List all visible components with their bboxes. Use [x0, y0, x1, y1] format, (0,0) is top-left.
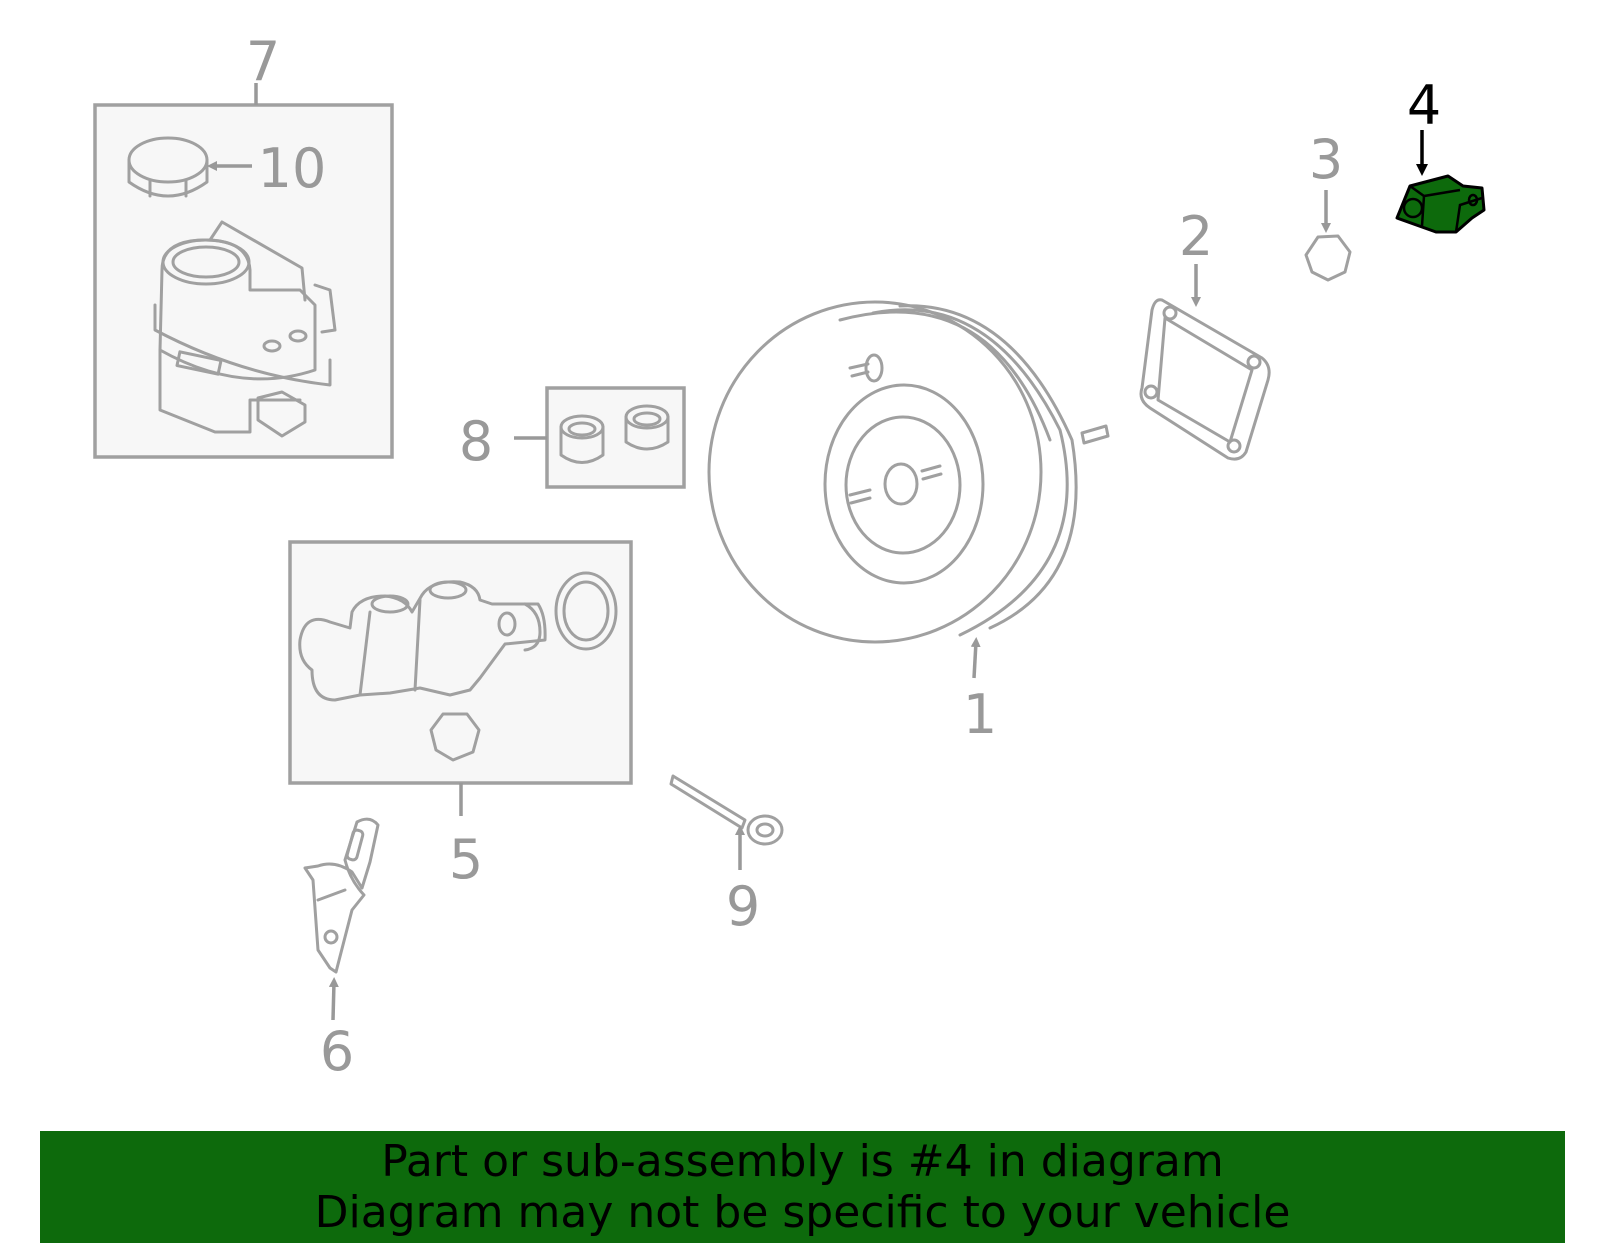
reservoir-assembly[interactable]	[93, 83, 394, 459]
master-cylinder-nut	[429, 712, 481, 762]
brake-booster[interactable]	[707, 300, 1110, 644]
callout-4: 4	[1407, 74, 1441, 137]
reservoir-box	[93, 103, 394, 459]
callout-7: 7	[246, 30, 280, 93]
banner-line-disclaimer: Diagram may not be specific to your vehi…	[314, 1187, 1291, 1238]
master-cylinder-assembly[interactable]	[288, 540, 633, 816]
reservoir-body[interactable]	[153, 220, 337, 438]
master-cylinder-box	[288, 540, 633, 785]
master-cylinder-seal	[554, 571, 618, 651]
highlighted-part-4[interactable]	[1395, 174, 1486, 234]
reservoir-cap[interactable]	[127, 136, 209, 198]
callout-3: 3	[1309, 128, 1343, 191]
gasket[interactable]	[1139, 298, 1271, 461]
bracket[interactable]	[303, 817, 380, 974]
push-rod[interactable]	[669, 774, 784, 846]
grommet-set[interactable]	[514, 386, 686, 489]
grommet-box	[545, 386, 686, 489]
grommet-right	[624, 404, 670, 451]
callout-9: 9	[726, 875, 760, 938]
nut[interactable]	[1304, 234, 1352, 282]
banner-line-part: Part or sub-assembly is #4 in diagram	[381, 1136, 1224, 1187]
callout-5: 5	[449, 828, 483, 891]
grommet-left	[559, 414, 605, 464]
callout-8: 8	[459, 410, 493, 473]
callout-1: 1	[963, 683, 997, 746]
callout-10: 10	[258, 137, 327, 200]
master-cylinder[interactable]	[298, 580, 547, 702]
callout-2: 2	[1179, 205, 1213, 268]
notice-banner: Part or sub-assembly is #4 in diagram Di…	[40, 1131, 1565, 1243]
callout-6: 6	[320, 1020, 354, 1083]
